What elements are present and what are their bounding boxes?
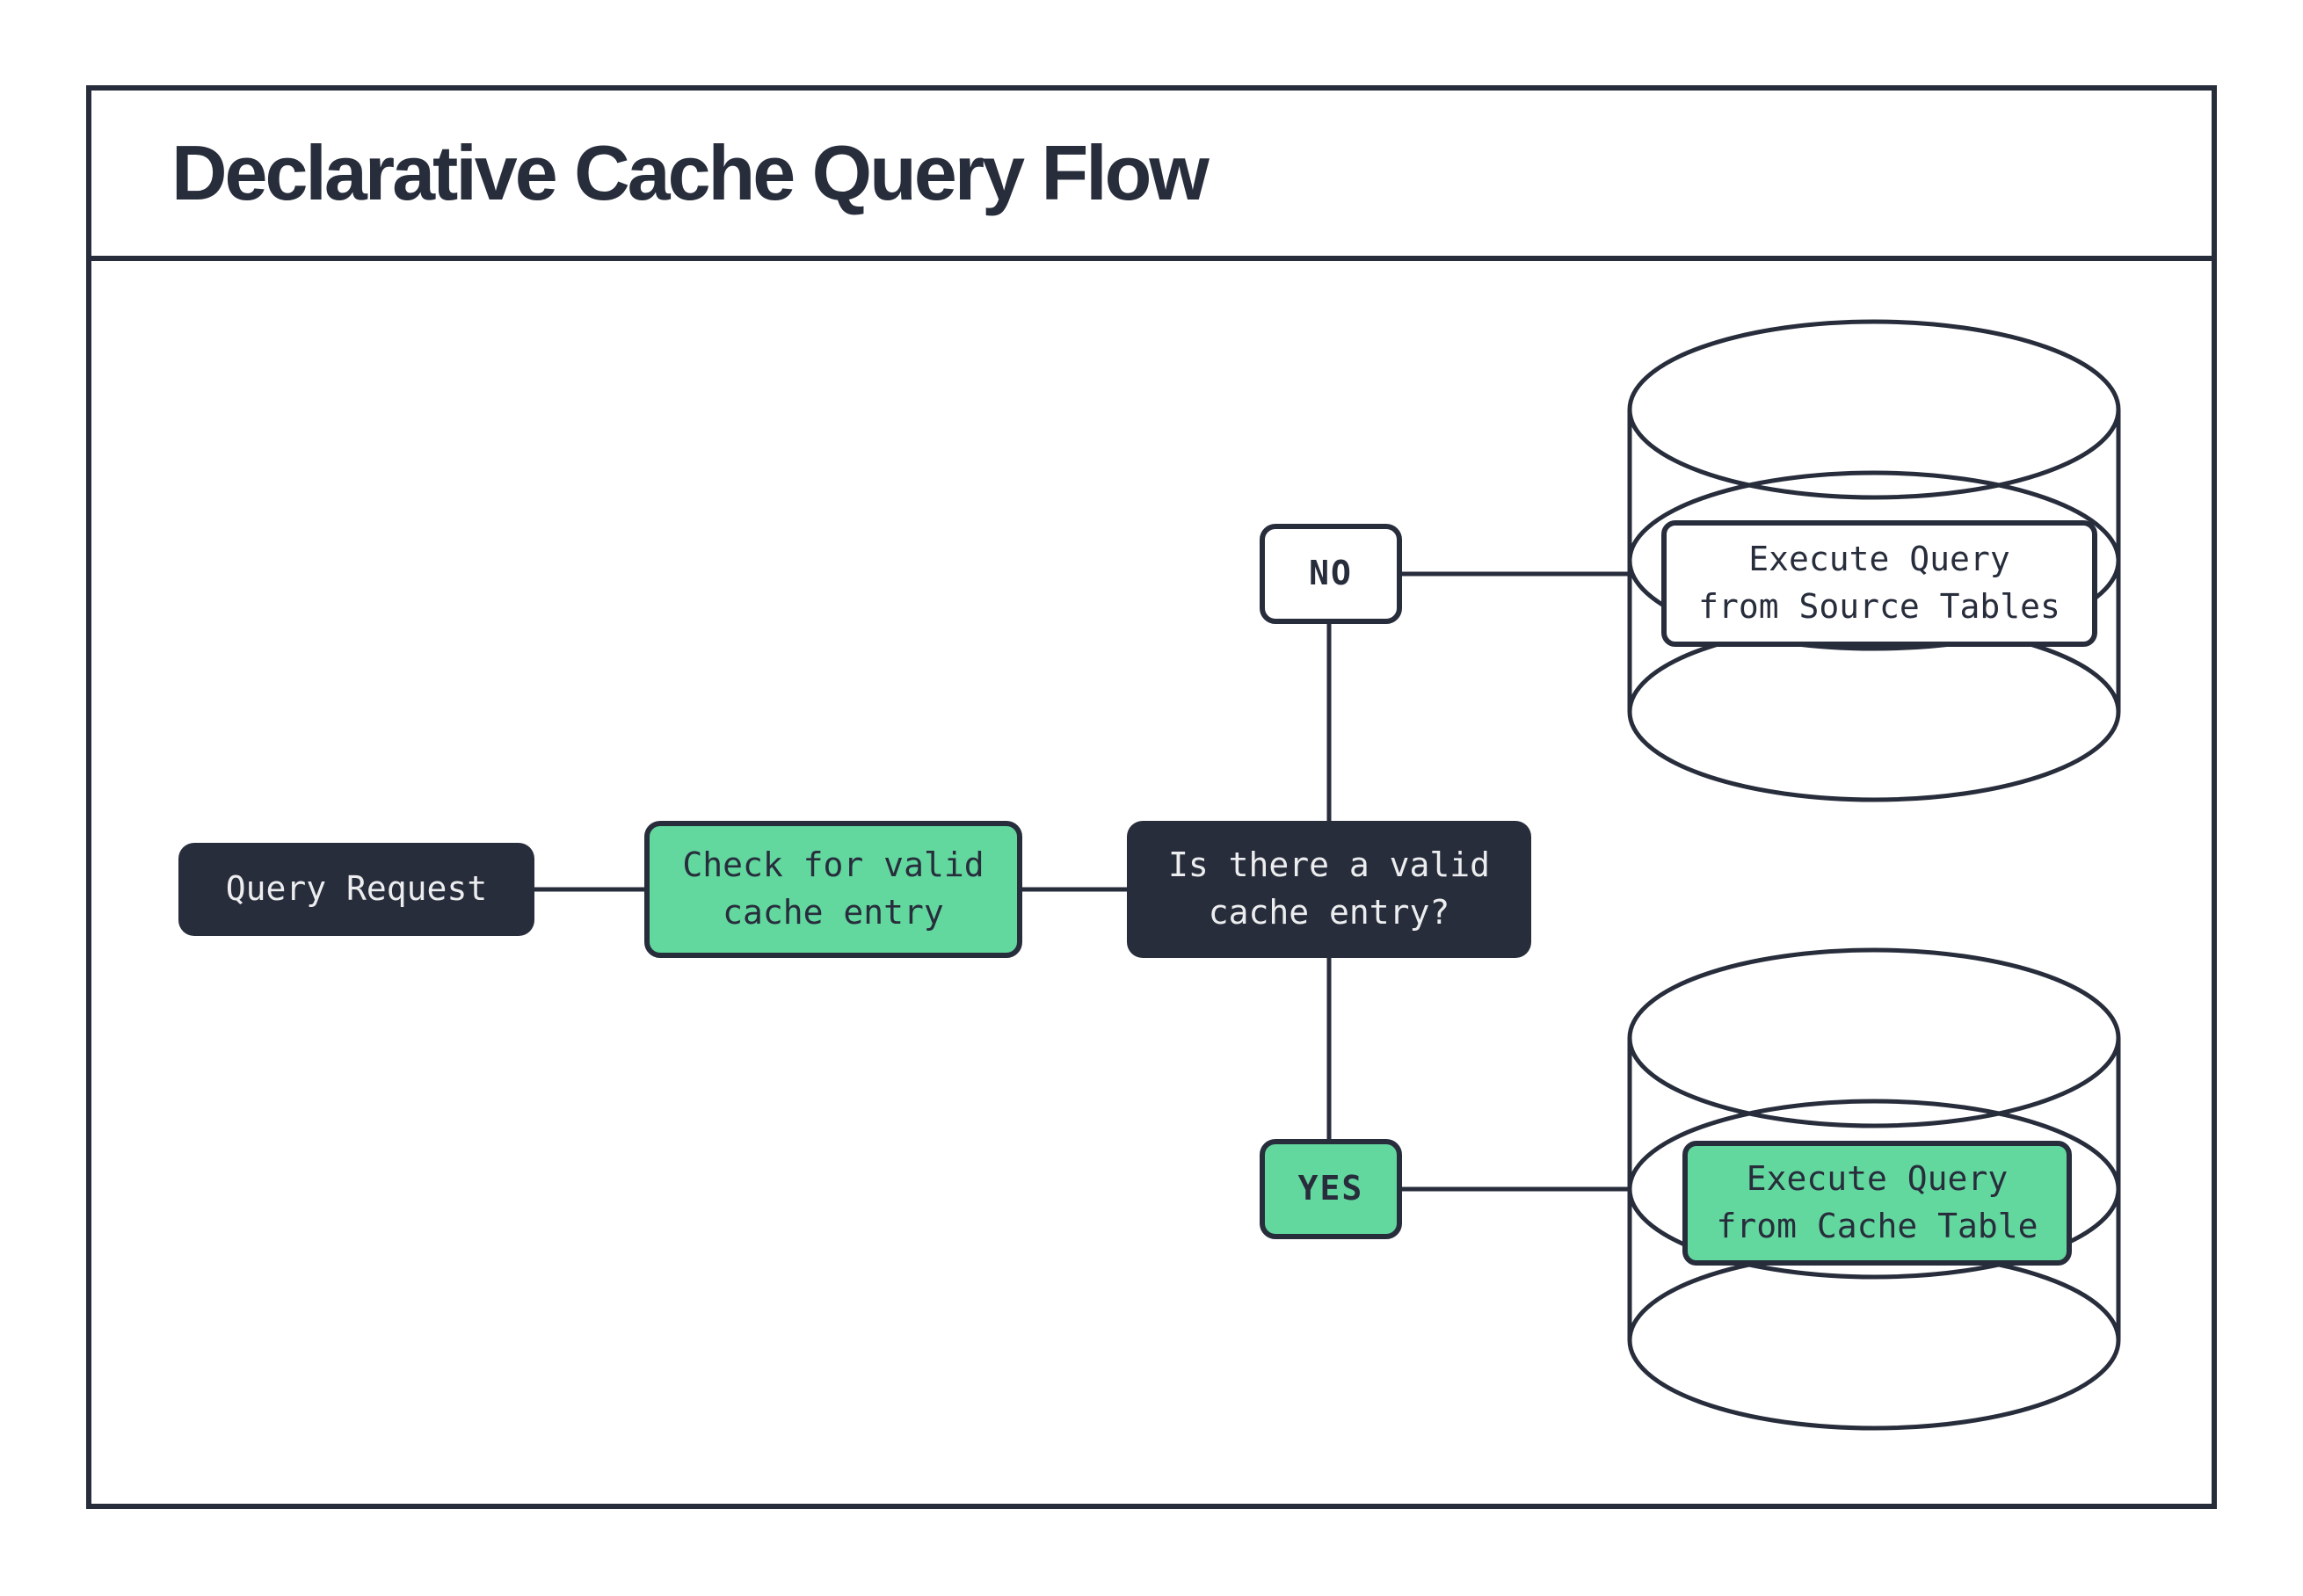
- branch-no-label: NO: [1309, 554, 1353, 593]
- node-decision-label: Is there a valid cache entry?: [1167, 845, 1491, 932]
- branch-yes-label: YES: [1297, 1169, 1364, 1208]
- node-execute-cache: Execute Query from Cache Table: [1682, 1141, 2072, 1266]
- node-query-request-label: Query Request: [225, 869, 488, 909]
- node-check-cache-label: Check for valid cache entry: [682, 845, 984, 932]
- node-query-request: Query Request: [178, 843, 534, 936]
- node-execute-source-label: Execute Query from Source Tables: [1698, 540, 2060, 626]
- node-branch-no: NO: [1260, 524, 1402, 624]
- diagram-title: Declarative Cache Query Flow: [171, 129, 1210, 216]
- node-execute-source: Execute Query from Source Tables: [1661, 520, 2097, 647]
- diagram-header: Declarative Cache Query Flow: [91, 91, 2212, 261]
- diagram-frame: Declarative Cache Query Flow: [86, 85, 2217, 1509]
- node-branch-yes: YES: [1260, 1139, 1402, 1239]
- node-execute-cache-label: Execute Query from Cache Table: [1716, 1159, 2038, 1245]
- node-decision-valid-cache: Is there a valid cache entry?: [1127, 821, 1531, 958]
- node-check-cache: Check for valid cache entry: [644, 821, 1022, 958]
